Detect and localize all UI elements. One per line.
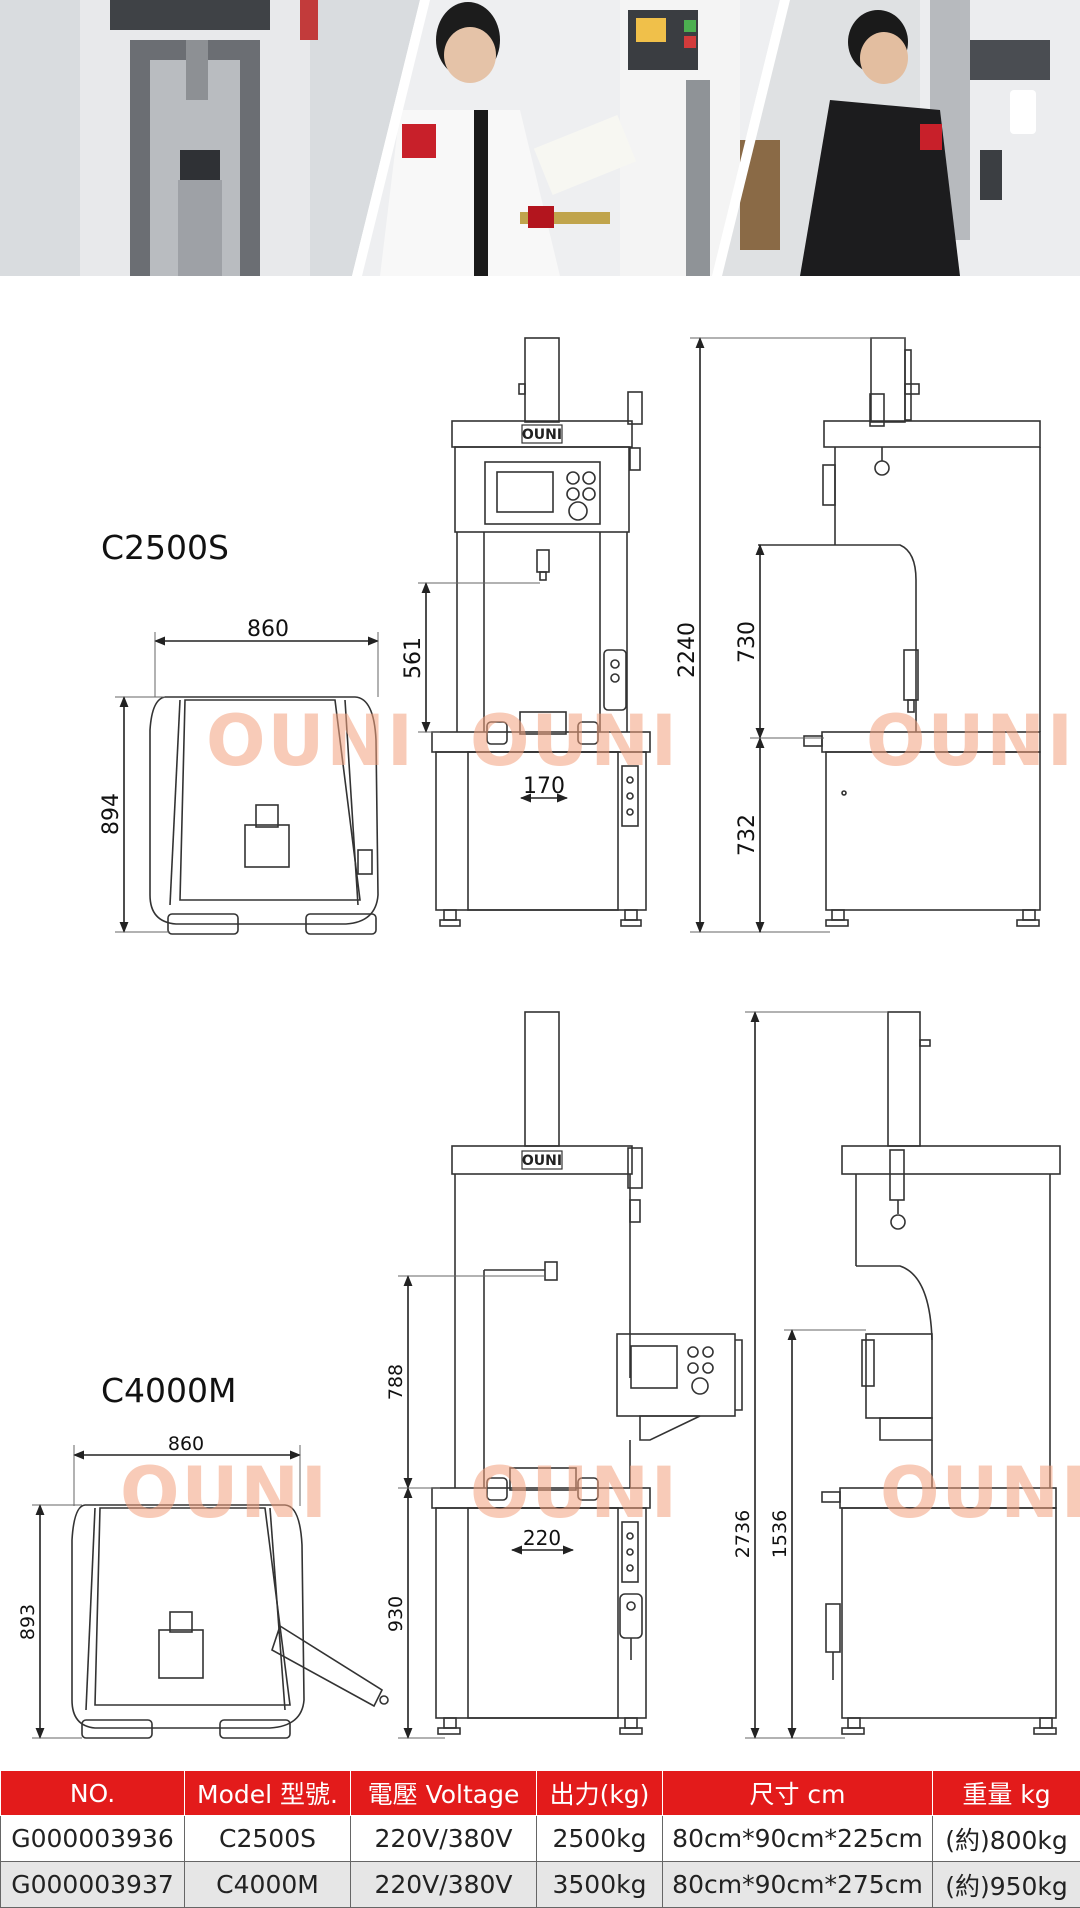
dim-table-height: 732 [735,814,760,856]
model-label-c4000m: C4000M [101,1371,237,1410]
dim-throat: 730 [735,621,760,663]
cell-no: G000003937 [1,1862,185,1908]
cell-weight: (約)950kg [933,1862,1080,1908]
ouni-watermark: OUNI [120,1452,329,1534]
dim-width: 860 [247,617,289,642]
c4000m-top-view [72,1505,388,1738]
dim-total-height: 2240 [675,622,700,678]
svg-text:OUNI: OUNI [522,1153,562,1169]
dim-throat: 1536 [769,1510,791,1558]
dim-table-height: 930 [385,1596,407,1632]
cell-model: C4000M [185,1862,351,1908]
dim-stroke: 561 [401,637,426,679]
header-voltage: 電壓 Voltage [351,1771,537,1816]
dim-total-height: 2736 [732,1510,754,1558]
table-row: G000003936 C2500S 220V/380V 2500kg 80cm*… [1,1816,1080,1862]
cell-weight: (約)800kg [933,1816,1080,1862]
header-weight: 重量 kg [933,1771,1080,1816]
ouni-logo-plate: OUNI [522,1151,562,1169]
c4000m-side-view [822,1012,1060,1734]
cell-voltage: 220V/380V [351,1816,537,1862]
header-force: 出力(kg) [537,1771,663,1816]
cell-force: 3500kg [537,1862,663,1908]
model-label-c2500s: C2500S [101,528,229,567]
cell-size: 80cm*90cm*225cm [663,1816,933,1862]
dim-depth: 894 [99,793,124,835]
table-row: G000003937 C4000M 220V/380V 3500kg 80cm*… [1,1862,1080,1908]
ouni-watermark: OUNI [470,1452,679,1534]
ouni-logo-plate: OUNI [522,425,562,443]
dim-depth: 893 [17,1604,39,1640]
photo-strip [0,0,1080,276]
c2500s-side-view [758,338,1040,926]
header-model: Model 型號. [185,1771,351,1816]
technical-drawings: OUNI OUNI 860 894 561 170 2240 730 732 8… [0,276,1080,1770]
table-header-row: NO. Model 型號. 電壓 Voltage 出力(kg) 尺寸 cm 重量… [1,1771,1080,1816]
c4000m-front-view [432,1012,742,1734]
cell-size: 80cm*90cm*275cm [663,1862,933,1908]
ouni-watermark: OUNI [470,700,679,782]
ouni-watermark: OUNI [866,700,1075,782]
dim-stroke: 788 [385,1364,407,1400]
svg-text:OUNI: OUNI [522,427,562,443]
header-size: 尺寸 cm [663,1771,933,1816]
cell-no: G000003936 [1,1816,185,1862]
ouni-watermark: OUNI [880,1452,1080,1534]
spec-table: NO. Model 型號. 電壓 Voltage 出力(kg) 尺寸 cm 重量… [0,1770,1080,1908]
ouni-watermark: OUNI [206,700,415,782]
cell-model: C2500S [185,1816,351,1862]
cell-force: 2500kg [537,1816,663,1862]
machine-closeup-photo [0,0,420,276]
header-no: NO. [1,1771,185,1816]
cell-voltage: 220V/380V [351,1862,537,1908]
